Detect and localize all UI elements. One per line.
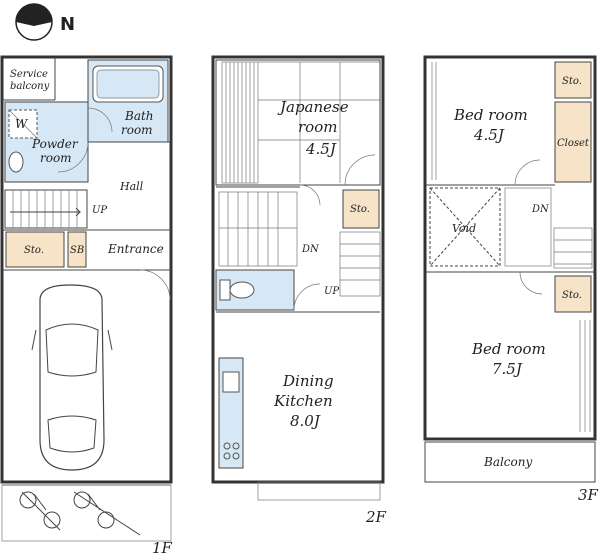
balcony-3f bbox=[424, 441, 596, 483]
hall-area: Hall bbox=[88, 141, 171, 193]
toilet-door-swing bbox=[293, 283, 321, 311]
floor-2-label: 2F bbox=[365, 508, 387, 526]
bicycle-icon-2 bbox=[73, 491, 141, 536]
hall-label: Hall bbox=[119, 180, 144, 193]
shoe-box bbox=[67, 231, 87, 268]
powder-room: W Powder room bbox=[4, 101, 89, 183]
car-icon bbox=[31, 284, 113, 471]
stairs-arrow-icon bbox=[10, 207, 82, 217]
storage-3f-mid-label: Sto. bbox=[562, 290, 582, 301]
bedroom-large-label: Bed room bbox=[471, 340, 546, 358]
sink-icon bbox=[8, 151, 24, 173]
compass-north-label: N bbox=[60, 14, 75, 35]
bay-window bbox=[257, 481, 381, 501]
bath-room-label-line1: Bath bbox=[124, 109, 154, 123]
japanese-door-swing bbox=[344, 154, 376, 186]
shoe-box-label: SB bbox=[70, 245, 84, 256]
storage-3f-top-label: Sto. bbox=[562, 76, 582, 87]
floor-1-label: 1F bbox=[152, 539, 173, 557]
compass: N bbox=[15, 3, 75, 41]
closet bbox=[554, 101, 592, 183]
bedroom-small-size: 4.5J bbox=[473, 126, 505, 144]
storage-2f bbox=[342, 189, 380, 229]
bicycle-icon-1 bbox=[19, 491, 61, 531]
powder-door-swing bbox=[57, 141, 89, 173]
japanese-room-size: 4.5J bbox=[305, 140, 337, 158]
stairs-up-label-2f: UP bbox=[324, 286, 339, 297]
storage-3f-top bbox=[554, 61, 592, 99]
bath-room-label-line2: room bbox=[121, 123, 153, 137]
stairs-down-label-2f: DN bbox=[301, 244, 320, 255]
kitchen-counter bbox=[218, 357, 244, 469]
stairs-down-label-3f: DN bbox=[531, 204, 550, 215]
storage-1f-label: Sto. bbox=[24, 245, 44, 256]
entrance-door-swing bbox=[139, 269, 171, 301]
bedroom-small-door-swing bbox=[514, 159, 541, 186]
floor-3-outline bbox=[423, 55, 597, 441]
floor-3: Sto. Closet Bed room 4.5J Void DN bbox=[423, 55, 599, 504]
void-area: Void bbox=[429, 187, 501, 267]
floor-2: Japanese room 4.5J Sto. DN bbox=[211, 55, 387, 526]
closet-label: Closet bbox=[557, 138, 590, 149]
stove-icon bbox=[223, 442, 240, 460]
bedroom-small-label: Bed room bbox=[453, 106, 528, 124]
bedroom-small: Bed room 4.5J bbox=[431, 62, 528, 180]
kitchen-sink-icon bbox=[222, 371, 240, 393]
void-label: Void bbox=[452, 222, 476, 235]
service-balcony-label-line2: balcony bbox=[10, 81, 50, 92]
powder-room-label: Powder room bbox=[31, 137, 81, 165]
storage-3f-mid bbox=[554, 275, 592, 313]
bedroom-large: Bed room 7.5J bbox=[471, 320, 591, 432]
stairs-2f: DN UP bbox=[216, 186, 381, 297]
storage-1f bbox=[5, 231, 65, 268]
japanese-room: Japanese room 4.5J bbox=[215, 59, 381, 186]
balcony-label: Balcony bbox=[483, 455, 532, 469]
washer-label: W bbox=[15, 117, 29, 131]
stairs-up-label-1f: UP bbox=[92, 205, 107, 216]
bath-door-swing bbox=[87, 107, 113, 133]
entrance-label: Entrance bbox=[107, 242, 164, 256]
japanese-room-label: Japanese room bbox=[277, 98, 353, 136]
stairs-3f: DN bbox=[504, 187, 593, 269]
storage-2f-label: Sto. bbox=[350, 204, 370, 215]
bedroom-large-size: 7.5J bbox=[492, 360, 523, 378]
service-balcony-label-line1: Service bbox=[10, 69, 48, 80]
toilet-icon bbox=[219, 279, 255, 301]
dining-kitchen-size: 8.0J bbox=[290, 412, 321, 430]
stairs-1f: UP bbox=[4, 189, 107, 229]
bath-room-label: Bath room bbox=[121, 109, 157, 137]
dining-kitchen-label: Dining Kitchen bbox=[273, 372, 338, 410]
bath-room: Bath room bbox=[87, 59, 169, 143]
floor-3-label: 3F bbox=[578, 486, 599, 504]
compass-icon bbox=[15, 3, 53, 41]
